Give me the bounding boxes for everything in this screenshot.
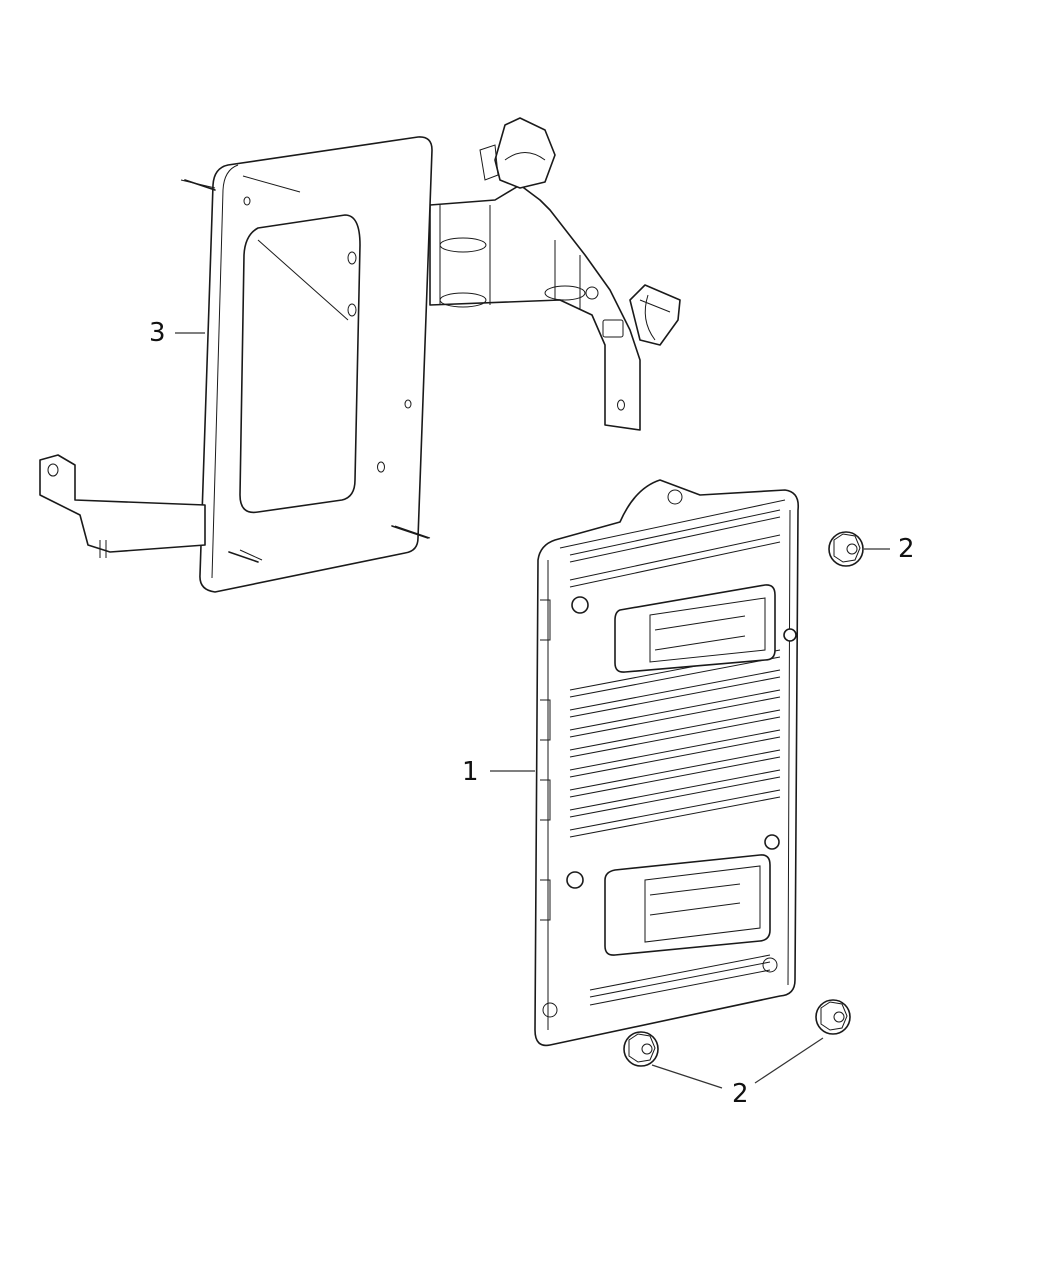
mounting-bracket-drawing [39, 117, 681, 593]
callout-label-part-2-lower: 2 [732, 1079, 749, 1109]
engine-control-module-drawing [534, 479, 800, 1047]
callout-label-part-2-upper: 2 [898, 534, 915, 564]
cooling-fins [569, 509, 781, 1006]
flange-nut-2 [623, 1031, 659, 1067]
callout-label-part-3: 3 [149, 318, 166, 348]
flange-nut-3 [815, 999, 851, 1035]
flange-nut-drawings [623, 531, 864, 1067]
callout-label-part-1: 1 [462, 757, 479, 787]
flange-nut-1 [828, 531, 864, 567]
leader-lines [175, 332, 890, 1089]
